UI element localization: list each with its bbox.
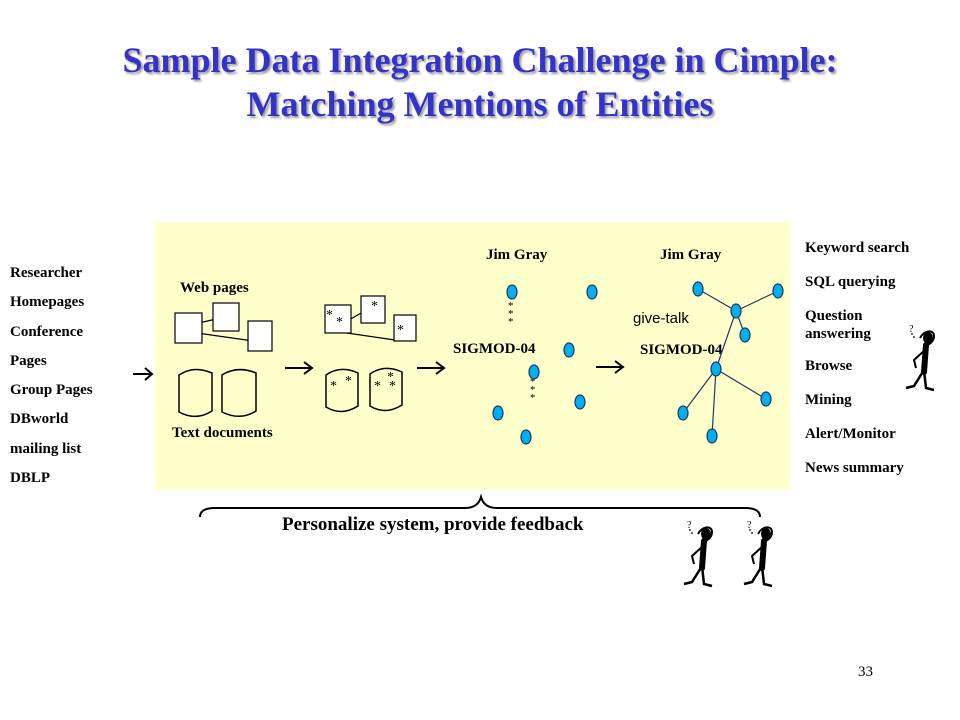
source-item: DBLP — [10, 470, 51, 487]
text-documents-label: Text documents — [172, 425, 273, 441]
source-list: Researcher Homepages Conference Pages Gr… — [10, 259, 93, 493]
svg-text:*: * — [530, 376, 536, 388]
arrow-right-icon — [285, 361, 314, 375]
svg-text:?: ? — [747, 520, 752, 531]
svg-text:*: * — [389, 379, 396, 394]
service-item: Question answering — [805, 308, 871, 342]
graph-node — [677, 405, 689, 421]
graph-node — [563, 342, 575, 358]
svg-text:*: * — [508, 300, 514, 312]
relation-label: give-talk — [633, 310, 689, 327]
graph-node — [586, 284, 598, 300]
conference-label-matched: SIGMOD-04 — [640, 342, 723, 358]
arrow-right-icon — [596, 360, 625, 374]
web-pages-icon — [174, 302, 273, 352]
svg-text:*: * — [530, 392, 536, 404]
service-item: News summary — [805, 460, 904, 476]
graph-node — [739, 327, 751, 343]
slide-title: Sample Data Integration Challenge in Cim… — [0, 38, 960, 126]
source-item: Researcher — [10, 265, 83, 281]
conference-label: SIGMOD-04 — [453, 341, 536, 357]
page-number: 33 — [858, 664, 873, 680]
svg-text:*: * — [371, 299, 378, 314]
entity-graph-edges — [682, 288, 779, 437]
svg-text:*: * — [397, 323, 404, 338]
entity-label-matched: Jim Gray — [660, 247, 722, 263]
thinking-person-icon: ? — [905, 324, 936, 392]
svg-text:?: ? — [687, 520, 692, 531]
graph-node — [506, 284, 518, 300]
web-pages-label: Web pages — [180, 280, 249, 296]
service-item: Mining — [805, 392, 852, 408]
svg-text:*: * — [326, 308, 333, 323]
svg-text:*: * — [336, 315, 343, 330]
feedback-brace-icon — [199, 493, 761, 518]
source-item: Pages — [10, 352, 47, 369]
graph-node — [492, 405, 504, 421]
source-item: Group Pages — [10, 382, 93, 399]
entity-label: Jim Gray — [486, 247, 548, 263]
graph-node — [730, 303, 742, 319]
service-item: Alert/Monitor — [805, 426, 896, 442]
flow-arrows — [133, 360, 625, 381]
source-item: Homepages — [10, 294, 85, 311]
svg-text:*: * — [530, 384, 536, 396]
graph-node — [710, 361, 722, 377]
svg-text:*: * — [508, 316, 514, 328]
svg-text:*: * — [345, 374, 352, 389]
entity-nodes-matched — [677, 281, 784, 444]
entity-nodes-unmatched — [492, 284, 598, 445]
source-item: mailing list — [10, 440, 82, 457]
graph-node — [574, 394, 586, 410]
graph-node — [520, 429, 532, 445]
graph-node — [528, 364, 540, 380]
graph-node — [760, 391, 772, 407]
svg-text:?: ? — [909, 324, 914, 335]
service-item: SQL querying — [805, 274, 896, 290]
service-item: Keyword search — [805, 240, 910, 256]
feedback-label: Personalize system, provide feedback — [282, 514, 584, 535]
arrow-right-icon — [133, 367, 154, 381]
source-item: Conference — [10, 323, 84, 340]
graph-node — [706, 428, 718, 444]
title-line-1: Sample Data Integration Challenge in Cim… — [122, 40, 838, 80]
arrow-right-icon — [417, 361, 446, 375]
annotated-pages-icon — [324, 295, 417, 413]
mention-markers: * * * * * * * * * — [326, 299, 404, 394]
graph-node — [692, 281, 704, 297]
svg-text:*: * — [330, 379, 337, 394]
source-item: DBworld — [10, 411, 69, 428]
svg-text:*: * — [387, 370, 394, 385]
mention-chain-markers: * * * * * * — [508, 300, 536, 404]
thinking-person-icon: ? — [683, 520, 714, 588]
svg-text:*: * — [374, 379, 381, 394]
text-documents-icon — [178, 368, 257, 418]
integration-panel — [155, 222, 790, 490]
graph-node — [772, 283, 784, 299]
service-list: Keyword search SQL querying Question ans… — [805, 239, 909, 493]
thinking-person-icon: ? — [743, 520, 774, 588]
service-item: Browse — [805, 358, 853, 374]
svg-text:*: * — [508, 308, 514, 320]
title-line-2: Matching Mentions of Entities — [246, 84, 714, 124]
